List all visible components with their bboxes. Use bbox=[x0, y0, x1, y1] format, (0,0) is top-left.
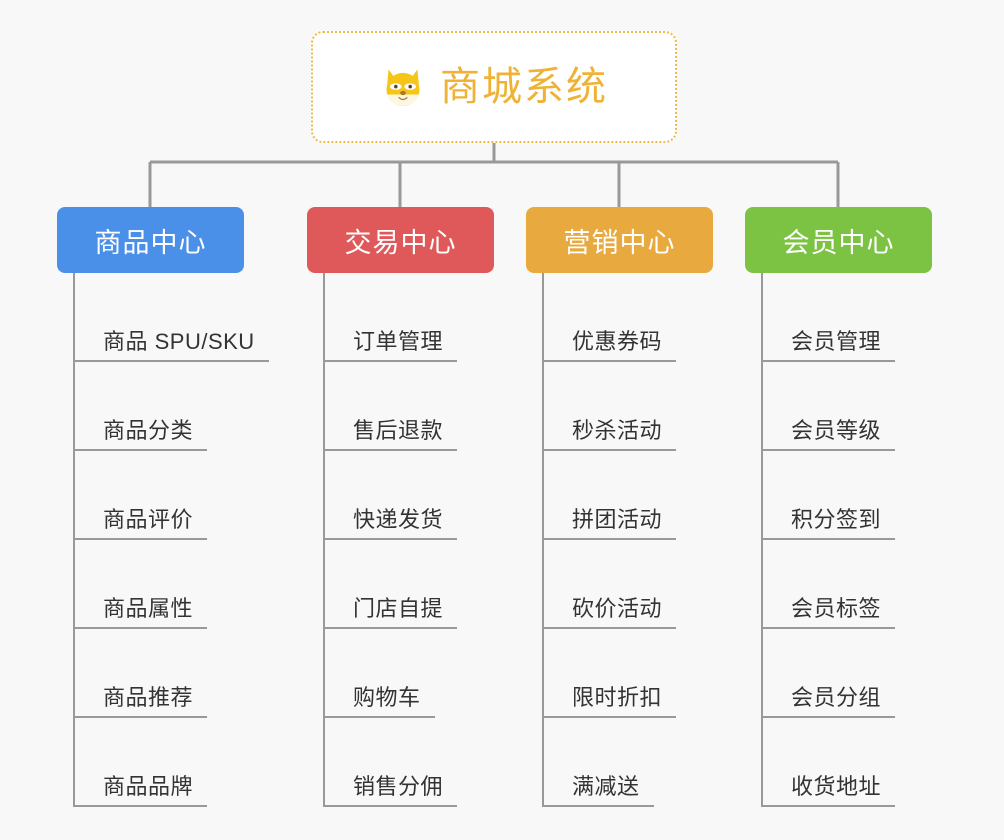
leaf-label: 会员管理 bbox=[791, 328, 882, 354]
category-header-2[interactable]: 交易中心 bbox=[307, 207, 494, 273]
leaf-label: 快递发货 bbox=[353, 506, 444, 532]
category-column-4: 会员中心 会员管理 会员等级 积分签到 会员标签 会员分组 收货地址 bbox=[745, 207, 932, 807]
category-header-label: 交易中心 bbox=[344, 227, 457, 258]
category-header-4[interactable]: 会员中心 bbox=[745, 207, 932, 273]
category-header-label: 商品中心 bbox=[94, 227, 207, 258]
leaf-trunk-3 bbox=[542, 273, 544, 807]
leaf-item[interactable]: 限时折扣 bbox=[542, 629, 713, 718]
leaf-item[interactable]: 商品 SPU/SKU bbox=[73, 273, 269, 362]
leaf-label: 秒杀活动 bbox=[572, 417, 663, 443]
category-header-1[interactable]: 商品中心 bbox=[57, 207, 244, 273]
category-header-label: 会员中心 bbox=[782, 227, 895, 258]
leaf-trunk-2 bbox=[323, 273, 325, 807]
leaf-item[interactable]: 秒杀活动 bbox=[542, 362, 713, 451]
leaf-item[interactable]: 商品分类 bbox=[73, 362, 269, 451]
leaf-list-1: 商品 SPU/SKU 商品分类 商品评价 商品属性 商品推荐 商品品牌 bbox=[73, 273, 269, 807]
shiba-dog-face-icon bbox=[386, 69, 420, 108]
leaf-label: 购物车 bbox=[353, 684, 421, 710]
leaf-item[interactable]: 拼团活动 bbox=[542, 451, 713, 540]
leaf-label: 订单管理 bbox=[353, 328, 444, 354]
category-header-label: 营销中心 bbox=[563, 227, 676, 258]
leaf-label: 拼团活动 bbox=[572, 506, 663, 532]
leaf-trunk-4 bbox=[761, 273, 763, 807]
leaf-item[interactable]: 商品评价 bbox=[73, 451, 269, 540]
leaf-item[interactable]: 会员等级 bbox=[761, 362, 932, 451]
leaf-label: 积分签到 bbox=[791, 506, 882, 532]
leaf-label: 商品推荐 bbox=[103, 684, 194, 710]
leaf-item[interactable]: 会员分组 bbox=[761, 629, 932, 718]
leaf-list-3: 优惠券码 秒杀活动 拼团活动 砍价活动 限时折扣 满减送 bbox=[542, 273, 713, 807]
leaf-label: 销售分佣 bbox=[353, 773, 444, 799]
leaf-item[interactable]: 销售分佣 bbox=[323, 718, 494, 807]
leaf-item[interactable]: 门店自提 bbox=[323, 540, 494, 629]
leaf-list-2: 订单管理 售后退款 快递发货 门店自提 购物车 销售分佣 bbox=[323, 273, 494, 807]
leaf-item[interactable]: 砍价活动 bbox=[542, 540, 713, 629]
leaf-label: 限时折扣 bbox=[572, 684, 663, 710]
root-title: 商城系统 bbox=[440, 65, 608, 109]
leaf-item[interactable]: 收货地址 bbox=[761, 718, 932, 807]
category-column-3: 营销中心 优惠券码 秒杀活动 拼团活动 砍价活动 限时折扣 满减送 bbox=[526, 207, 713, 807]
category-column-2: 交易中心 订单管理 售后退款 快递发货 门店自提 购物车 销售分佣 bbox=[307, 207, 494, 807]
leaf-item[interactable]: 售后退款 bbox=[323, 362, 494, 451]
leaf-label: 会员分组 bbox=[791, 684, 882, 710]
leaf-label: 商品评价 bbox=[103, 506, 194, 532]
leaf-trunk-1 bbox=[73, 273, 75, 807]
leaf-label: 售后退款 bbox=[353, 417, 444, 443]
leaf-item[interactable]: 订单管理 bbox=[323, 273, 494, 362]
leaf-label: 门店自提 bbox=[353, 595, 444, 621]
leaf-label: 商品属性 bbox=[103, 595, 194, 621]
leaf-item[interactable]: 快递发货 bbox=[323, 451, 494, 540]
leaf-label: 砍价活动 bbox=[572, 595, 663, 621]
category-header-3[interactable]: 营销中心 bbox=[526, 207, 713, 273]
leaf-item[interactable]: 会员管理 bbox=[761, 273, 932, 362]
leaf-label: 商品品牌 bbox=[103, 773, 194, 799]
leaf-label: 会员标签 bbox=[791, 595, 882, 621]
leaf-item[interactable]: 积分签到 bbox=[761, 451, 932, 540]
leaf-item[interactable]: 优惠券码 bbox=[542, 273, 713, 362]
leaf-list-4: 会员管理 会员等级 积分签到 会员标签 会员分组 收货地址 bbox=[761, 273, 932, 807]
leaf-item[interactable]: 商品品牌 bbox=[73, 718, 269, 807]
leaf-item[interactable]: 会员标签 bbox=[761, 540, 932, 629]
leaf-item[interactable]: 购物车 bbox=[323, 629, 494, 718]
root-node[interactable]: 商城系统 bbox=[311, 31, 677, 143]
leaf-label: 商品分类 bbox=[103, 417, 194, 443]
leaf-label: 满减送 bbox=[572, 773, 640, 799]
leaf-label: 会员等级 bbox=[791, 417, 882, 443]
leaf-item[interactable]: 满减送 bbox=[542, 718, 713, 807]
leaf-label: 商品 SPU/SKU bbox=[103, 328, 255, 354]
leaf-item[interactable]: 商品属性 bbox=[73, 540, 269, 629]
category-column-1: 商品中心 商品 SPU/SKU 商品分类 商品评价 商品属性 商品推荐 商品品牌 bbox=[57, 207, 269, 807]
leaf-label: 优惠券码 bbox=[572, 328, 663, 354]
leaf-label: 收货地址 bbox=[791, 773, 882, 799]
leaf-item[interactable]: 商品推荐 bbox=[73, 629, 269, 718]
